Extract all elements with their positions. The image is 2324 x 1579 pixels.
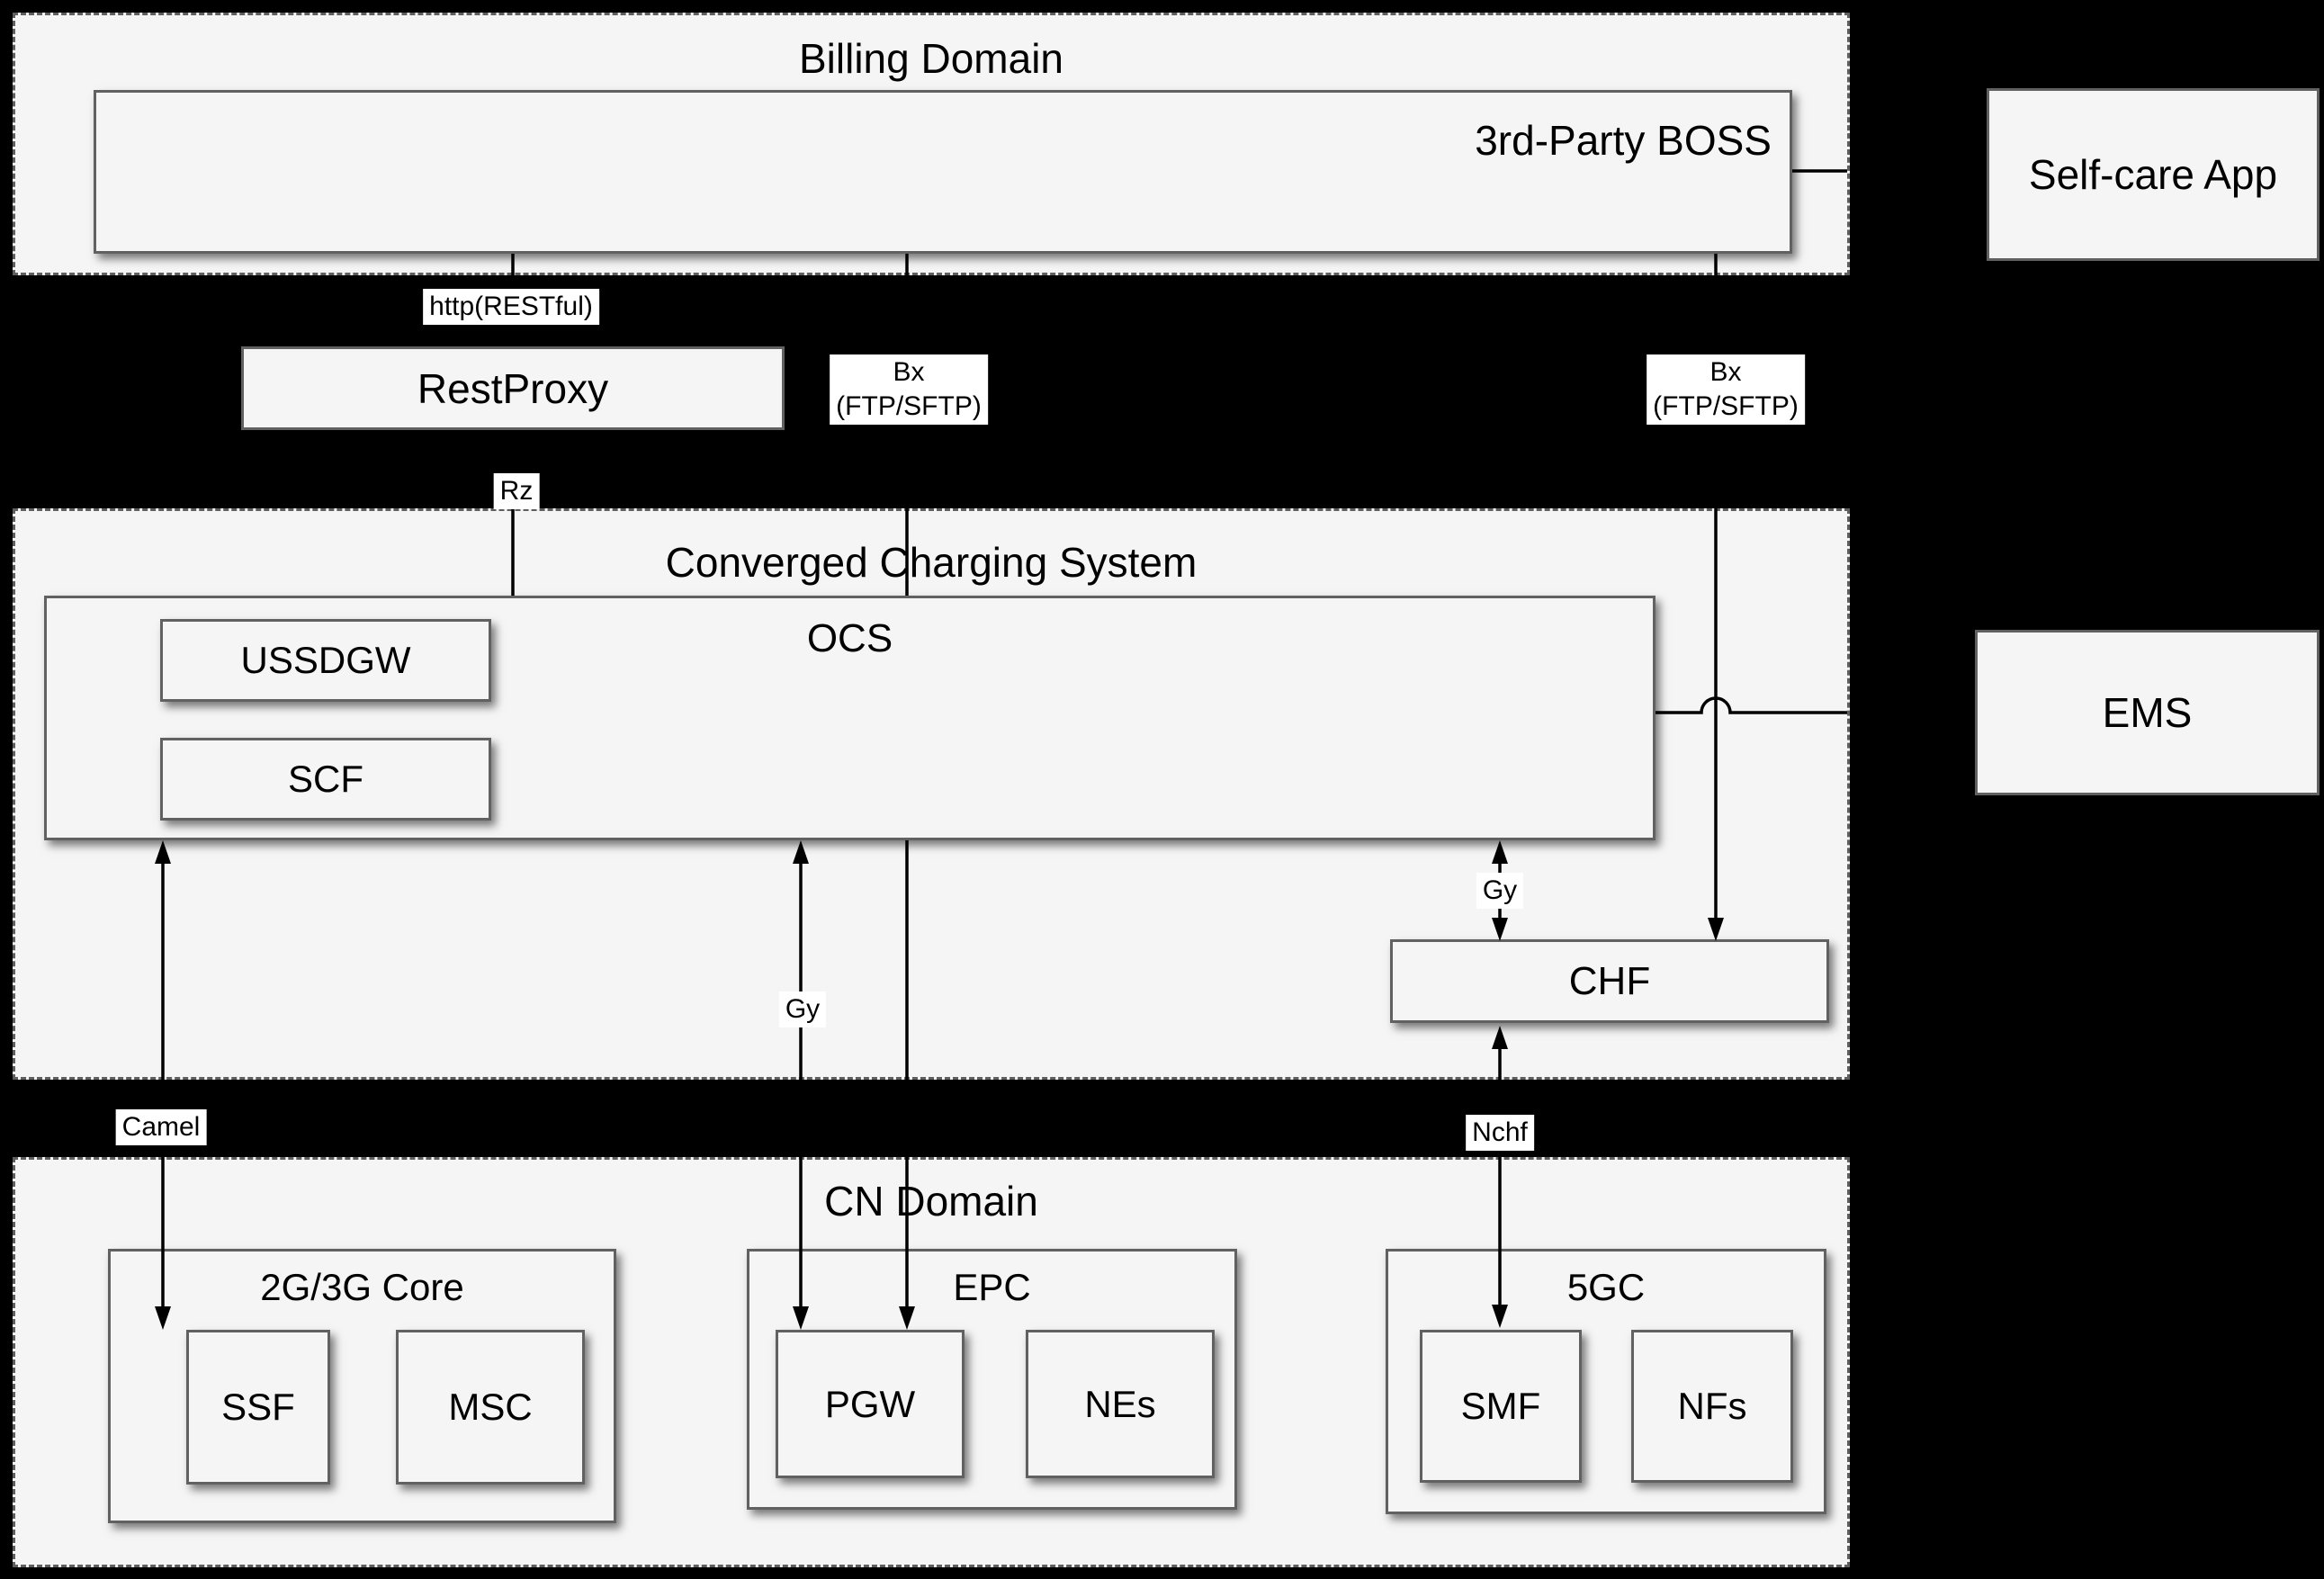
ssf-label: SSF bbox=[221, 1386, 295, 1428]
nes-label: NEs bbox=[1084, 1382, 1156, 1425]
edge-label-gy-chf: Gy bbox=[1476, 873, 1524, 909]
pgw-box: PGW bbox=[776, 1330, 965, 1478]
edge-label-bx-right-line1: Bx bbox=[1709, 357, 1742, 387]
ussdgw-label: USSDGW bbox=[240, 639, 411, 681]
edge-label-bx-left: Bx (FTP/SFTP) bbox=[830, 354, 988, 425]
ussdgw-box: USSDGW bbox=[160, 619, 491, 702]
restproxy-box: RestProxy bbox=[241, 346, 785, 430]
scf-label: SCF bbox=[288, 758, 363, 800]
edge-label-bx-left-line2: (FTP/SFTP) bbox=[836, 391, 982, 421]
edge-label-http: http(RESTful) bbox=[423, 289, 599, 325]
chf-box: CHF bbox=[1390, 939, 1829, 1023]
core-2g3g-label: 2G/3G Core bbox=[260, 1266, 464, 1308]
restproxy-label: RestProxy bbox=[417, 364, 609, 412]
cn-domain-title: CN Domain bbox=[824, 1178, 1038, 1225]
pgw-label: PGW bbox=[824, 1382, 916, 1425]
billing-domain-title: Billing Domain bbox=[798, 35, 1063, 82]
ssf-box: SSF bbox=[186, 1330, 330, 1485]
converged-charging-system-title: Converged Charging System bbox=[665, 539, 1198, 586]
msc-box: MSC bbox=[396, 1330, 585, 1485]
nes-box: NEs bbox=[1026, 1330, 1215, 1478]
third-party-boss-box: 3rd-Party BOSS bbox=[94, 90, 1792, 254]
edge-label-nchf: Nchf bbox=[1466, 1115, 1534, 1151]
msc-label: MSC bbox=[448, 1386, 533, 1428]
nfs-box: NFs bbox=[1631, 1330, 1793, 1483]
epc-label: EPC bbox=[953, 1266, 1031, 1308]
ocs-label: OCS bbox=[806, 616, 893, 660]
edge-label-bx-right: Bx (FTP/SFTP) bbox=[1647, 354, 1805, 425]
scf-box: SCF bbox=[160, 738, 491, 821]
chf-label: CHF bbox=[1568, 958, 1651, 1003]
self-care-app-label: Self-care App bbox=[2028, 151, 2278, 198]
self-care-app-box: Self-care App bbox=[1987, 88, 2320, 261]
edge-label-gy-epc: Gy bbox=[778, 991, 827, 1027]
fivegc-label: 5GC bbox=[1566, 1266, 1646, 1308]
edge-label-bx-right-line2: (FTP/SFTP) bbox=[1653, 391, 1799, 421]
third-party-boss-label: 3rd-Party BOSS bbox=[1475, 117, 1772, 164]
nfs-label: NFs bbox=[1677, 1385, 1747, 1427]
ems-label: EMS bbox=[2102, 689, 2193, 736]
ems-box: EMS bbox=[1975, 630, 2320, 795]
smf-label: SMF bbox=[1460, 1385, 1541, 1427]
edge-label-rz: Rz bbox=[493, 473, 540, 509]
edge-label-camel: Camel bbox=[115, 1109, 207, 1145]
edge-label-bx-left-line1: Bx bbox=[893, 357, 925, 387]
smf-box: SMF bbox=[1420, 1330, 1582, 1483]
